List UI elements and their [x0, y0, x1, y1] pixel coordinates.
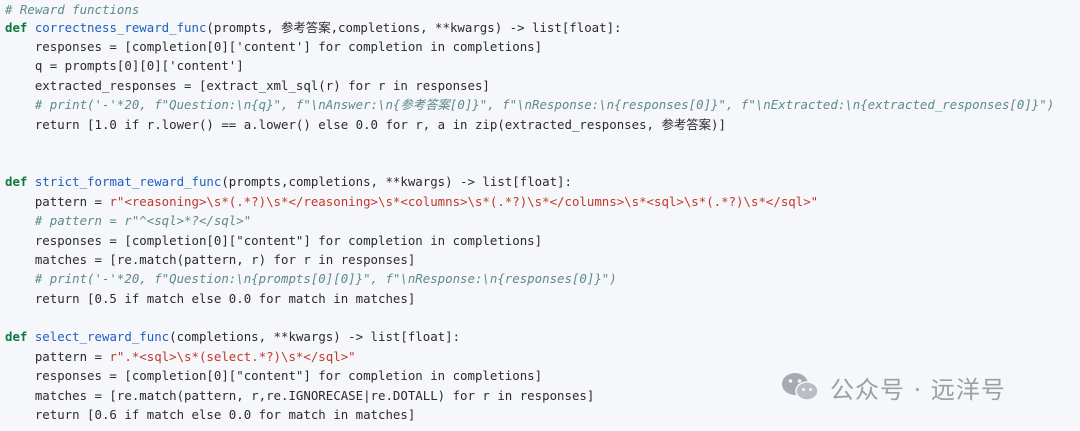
function-name: correctness_reward_func — [34, 20, 207, 35]
function-signature: (prompts,completions, **kwargs) -> list[… — [221, 174, 572, 189]
code-line-1: # Reward functions — [5, 2, 140, 17]
code-line-18: matches = [re.match(pattern, r,re.IGNORE… — [5, 388, 595, 403]
function-signature: (completions, **kwargs) -> list[float]: — [169, 329, 461, 344]
keyword-def: def — [5, 329, 35, 344]
code-line-10: # pattern = r"^<sql>*?</sql>" — [5, 213, 252, 228]
code-line-6: # print('-'*20, f"Question:\n{q}", f"\nA… — [5, 97, 1055, 112]
code-line-7: return [1.0 if r.lower() == a.lower() el… — [5, 117, 726, 132]
keyword-def: def — [5, 174, 35, 189]
function-name: strict_format_reward_func — [34, 174, 222, 189]
code-line-4: q = prompts[0][0]['content'] — [5, 58, 244, 73]
assignment: pattern = — [5, 194, 110, 209]
code-line-13: # print('-'*20, f"Question:\n{prompts[0]… — [5, 271, 617, 286]
function-name: select_reward_func — [34, 329, 170, 344]
watermark: 公众号 · 远洋号 — [780, 368, 1006, 406]
keyword-def: def — [5, 20, 35, 35]
code-line-5: extracted_responses = [extract_xml_sql(r… — [5, 78, 490, 93]
code-line-16: pattern = r".*<sql>\s*(select.*?)\s*</sq… — [5, 347, 356, 366]
code-line-17: responses = [completion[0]["content"] fo… — [5, 368, 543, 383]
code-line-14: return [0.5 if match else 0.0 for match … — [5, 291, 416, 306]
wechat-icon — [782, 373, 819, 401]
code-line-15: def select_reward_func(completions, **kw… — [5, 327, 460, 346]
code-line-3: responses = [completion[0]['content'] fo… — [5, 39, 543, 54]
function-signature: (prompts, 参考答案,completions, **kwargs) ->… — [206, 20, 622, 35]
code-line-9: pattern = r"<reasoning>\s*(.*?)\s*</reas… — [5, 192, 818, 211]
watermark-text: 公众号 · 远洋号 — [830, 375, 1006, 404]
code-line-11: responses = [completion[0]["content"] fo… — [5, 233, 543, 248]
string-literal: r"<reasoning>\s*(.*?)\s*</reasoning>\s*<… — [109, 194, 819, 209]
code-line-12: matches = [re.match(pattern, r) for r in… — [5, 252, 416, 267]
string-literal: r".*<sql>\s*(select.*?)\s*</sql>" — [109, 349, 356, 364]
code-line-19: return [0.6 if match else 0.0 for match … — [5, 407, 416, 422]
assignment: pattern = — [5, 349, 110, 364]
code-line-8: def strict_format_reward_func(prompts,co… — [5, 172, 572, 191]
code-line-2: def correctness_reward_func(prompts, 参考答… — [5, 18, 622, 37]
